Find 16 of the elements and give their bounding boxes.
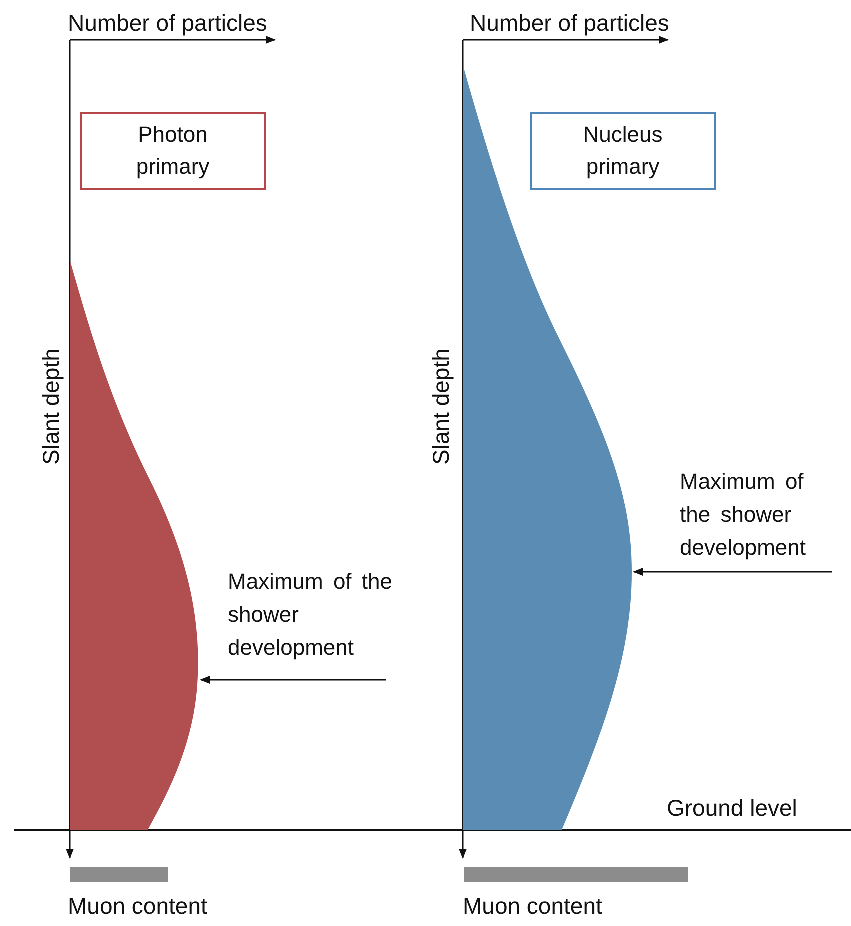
arrow [633,568,832,576]
muon-content-bar [70,867,168,882]
axis-label: Muon content [463,895,602,918]
primary-box: Photon primary [80,112,266,190]
axis-label: Number of particles [470,12,670,35]
annotation-text: Maximum of the shower development [680,465,840,572]
annotation-text: Maximum of the shower development [228,565,394,680]
muon-content-bar [464,867,688,882]
axis-label: Slant depth [40,348,63,465]
axis-label: Number of particles [68,12,268,35]
axis-label: Ground level [667,797,798,820]
arrow [200,676,386,684]
primary-box: Nucleus primary [530,112,716,190]
shower-profile-drawing [70,260,200,830]
axis-label: Muon content [68,895,208,918]
axis-label: Slant depth [430,348,453,465]
